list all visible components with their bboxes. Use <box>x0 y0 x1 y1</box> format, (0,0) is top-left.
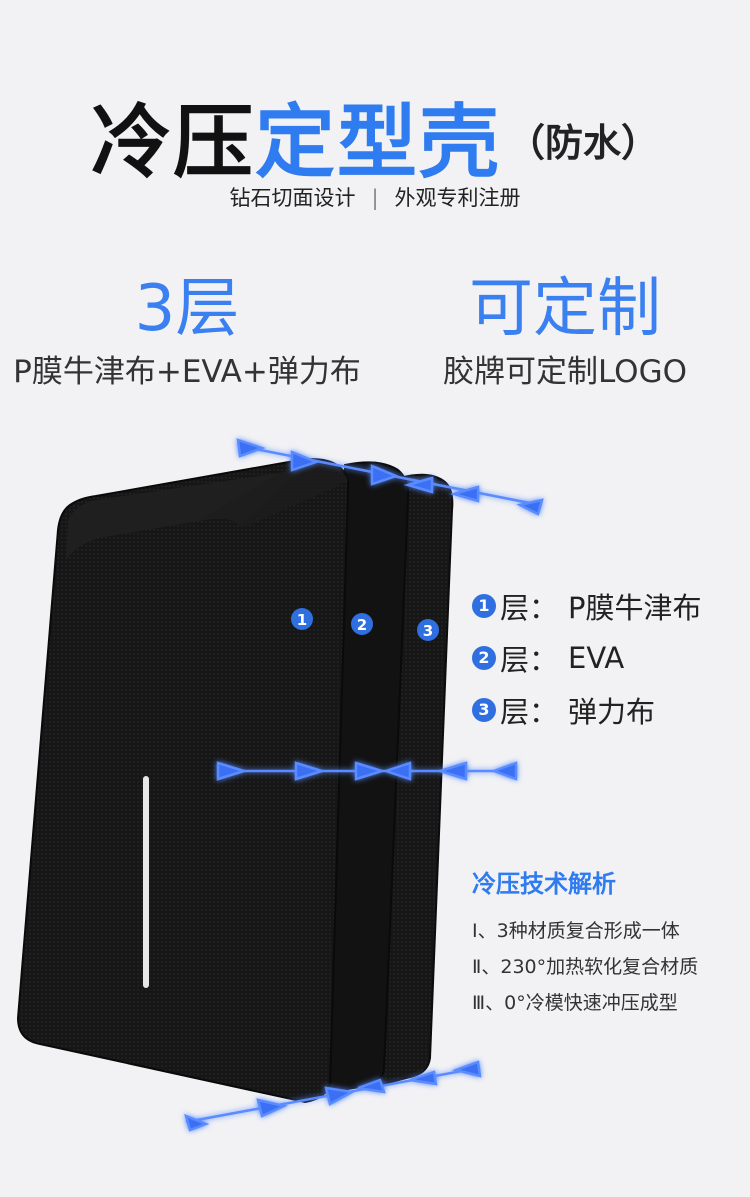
subline-right: 外观专利注册 <box>394 186 521 210</box>
headline-paren: （防水） <box>506 121 659 165</box>
marker-2-text: 2 <box>357 616 367 634</box>
headline-part1: 冷压 <box>90 96 255 189</box>
tech-item-1: Ⅰ、3种材质复合形成一体 <box>472 920 680 942</box>
layer-2-badge: 2 <box>472 646 496 670</box>
layer-2-label: 层： <box>500 643 559 677</box>
arrow-line-top <box>236 438 544 516</box>
subline-divider: | <box>371 186 379 210</box>
feature-layers: 3层 P膜牛津布+EVA+弹力布 <box>12 273 362 393</box>
feature-custom-title: 可定制 <box>469 272 661 346</box>
tech-item-2: Ⅱ、230°加热软化复合材质 <box>472 956 699 978</box>
arrow-line-middle <box>216 761 518 781</box>
layer-3-label: 层： <box>500 695 559 729</box>
product-illustration: 1 2 3 <box>16 438 544 1132</box>
marker-3-text: 3 <box>423 622 433 640</box>
layer-3-badge: 3 <box>472 698 496 722</box>
layer-3-value: 弹力布 <box>568 695 656 729</box>
light-strip <box>143 776 149 988</box>
marker-1-text: 1 <box>297 611 307 629</box>
arrow-line-bottom <box>184 1060 482 1132</box>
headline: 冷压定型壳（防水） <box>0 78 750 194</box>
marker-1: 1 <box>291 608 313 630</box>
tech-section: 冷压技术解析 Ⅰ、3种材质复合形成一体 Ⅱ、230°加热软化复合材质 Ⅲ、0°冷… <box>472 864 698 1021</box>
shell-facet <box>66 470 300 560</box>
marker-2: 2 <box>351 613 373 635</box>
subline: 钻石切面设计 | 外观专利注册 <box>0 182 750 212</box>
layer-1-badge: 1 <box>472 594 496 618</box>
shell-layer-1 <box>16 458 349 1104</box>
tech-title: 冷压技术解析 <box>472 870 616 898</box>
marker-3: 3 <box>417 619 439 641</box>
subline-left: 钻石切面设计 <box>229 186 356 210</box>
layer-2-value: EVA <box>568 641 625 675</box>
layer-1-value: P膜牛津布 <box>568 591 702 625</box>
feature-custom-desc: 胶牌可定制LOGO <box>443 354 687 390</box>
feature-layers-title: 3层 <box>134 272 240 346</box>
headline-part2: 定型壳 <box>254 96 501 189</box>
feature-layers-desc: P膜牛津布+EVA+弹力布 <box>13 354 361 390</box>
tech-item-3: Ⅲ、0°冷模快速冲压成型 <box>472 992 678 1014</box>
layer-1-label: 层： <box>500 591 559 625</box>
feature-custom: 可定制 胶牌可定制LOGO <box>420 273 710 393</box>
